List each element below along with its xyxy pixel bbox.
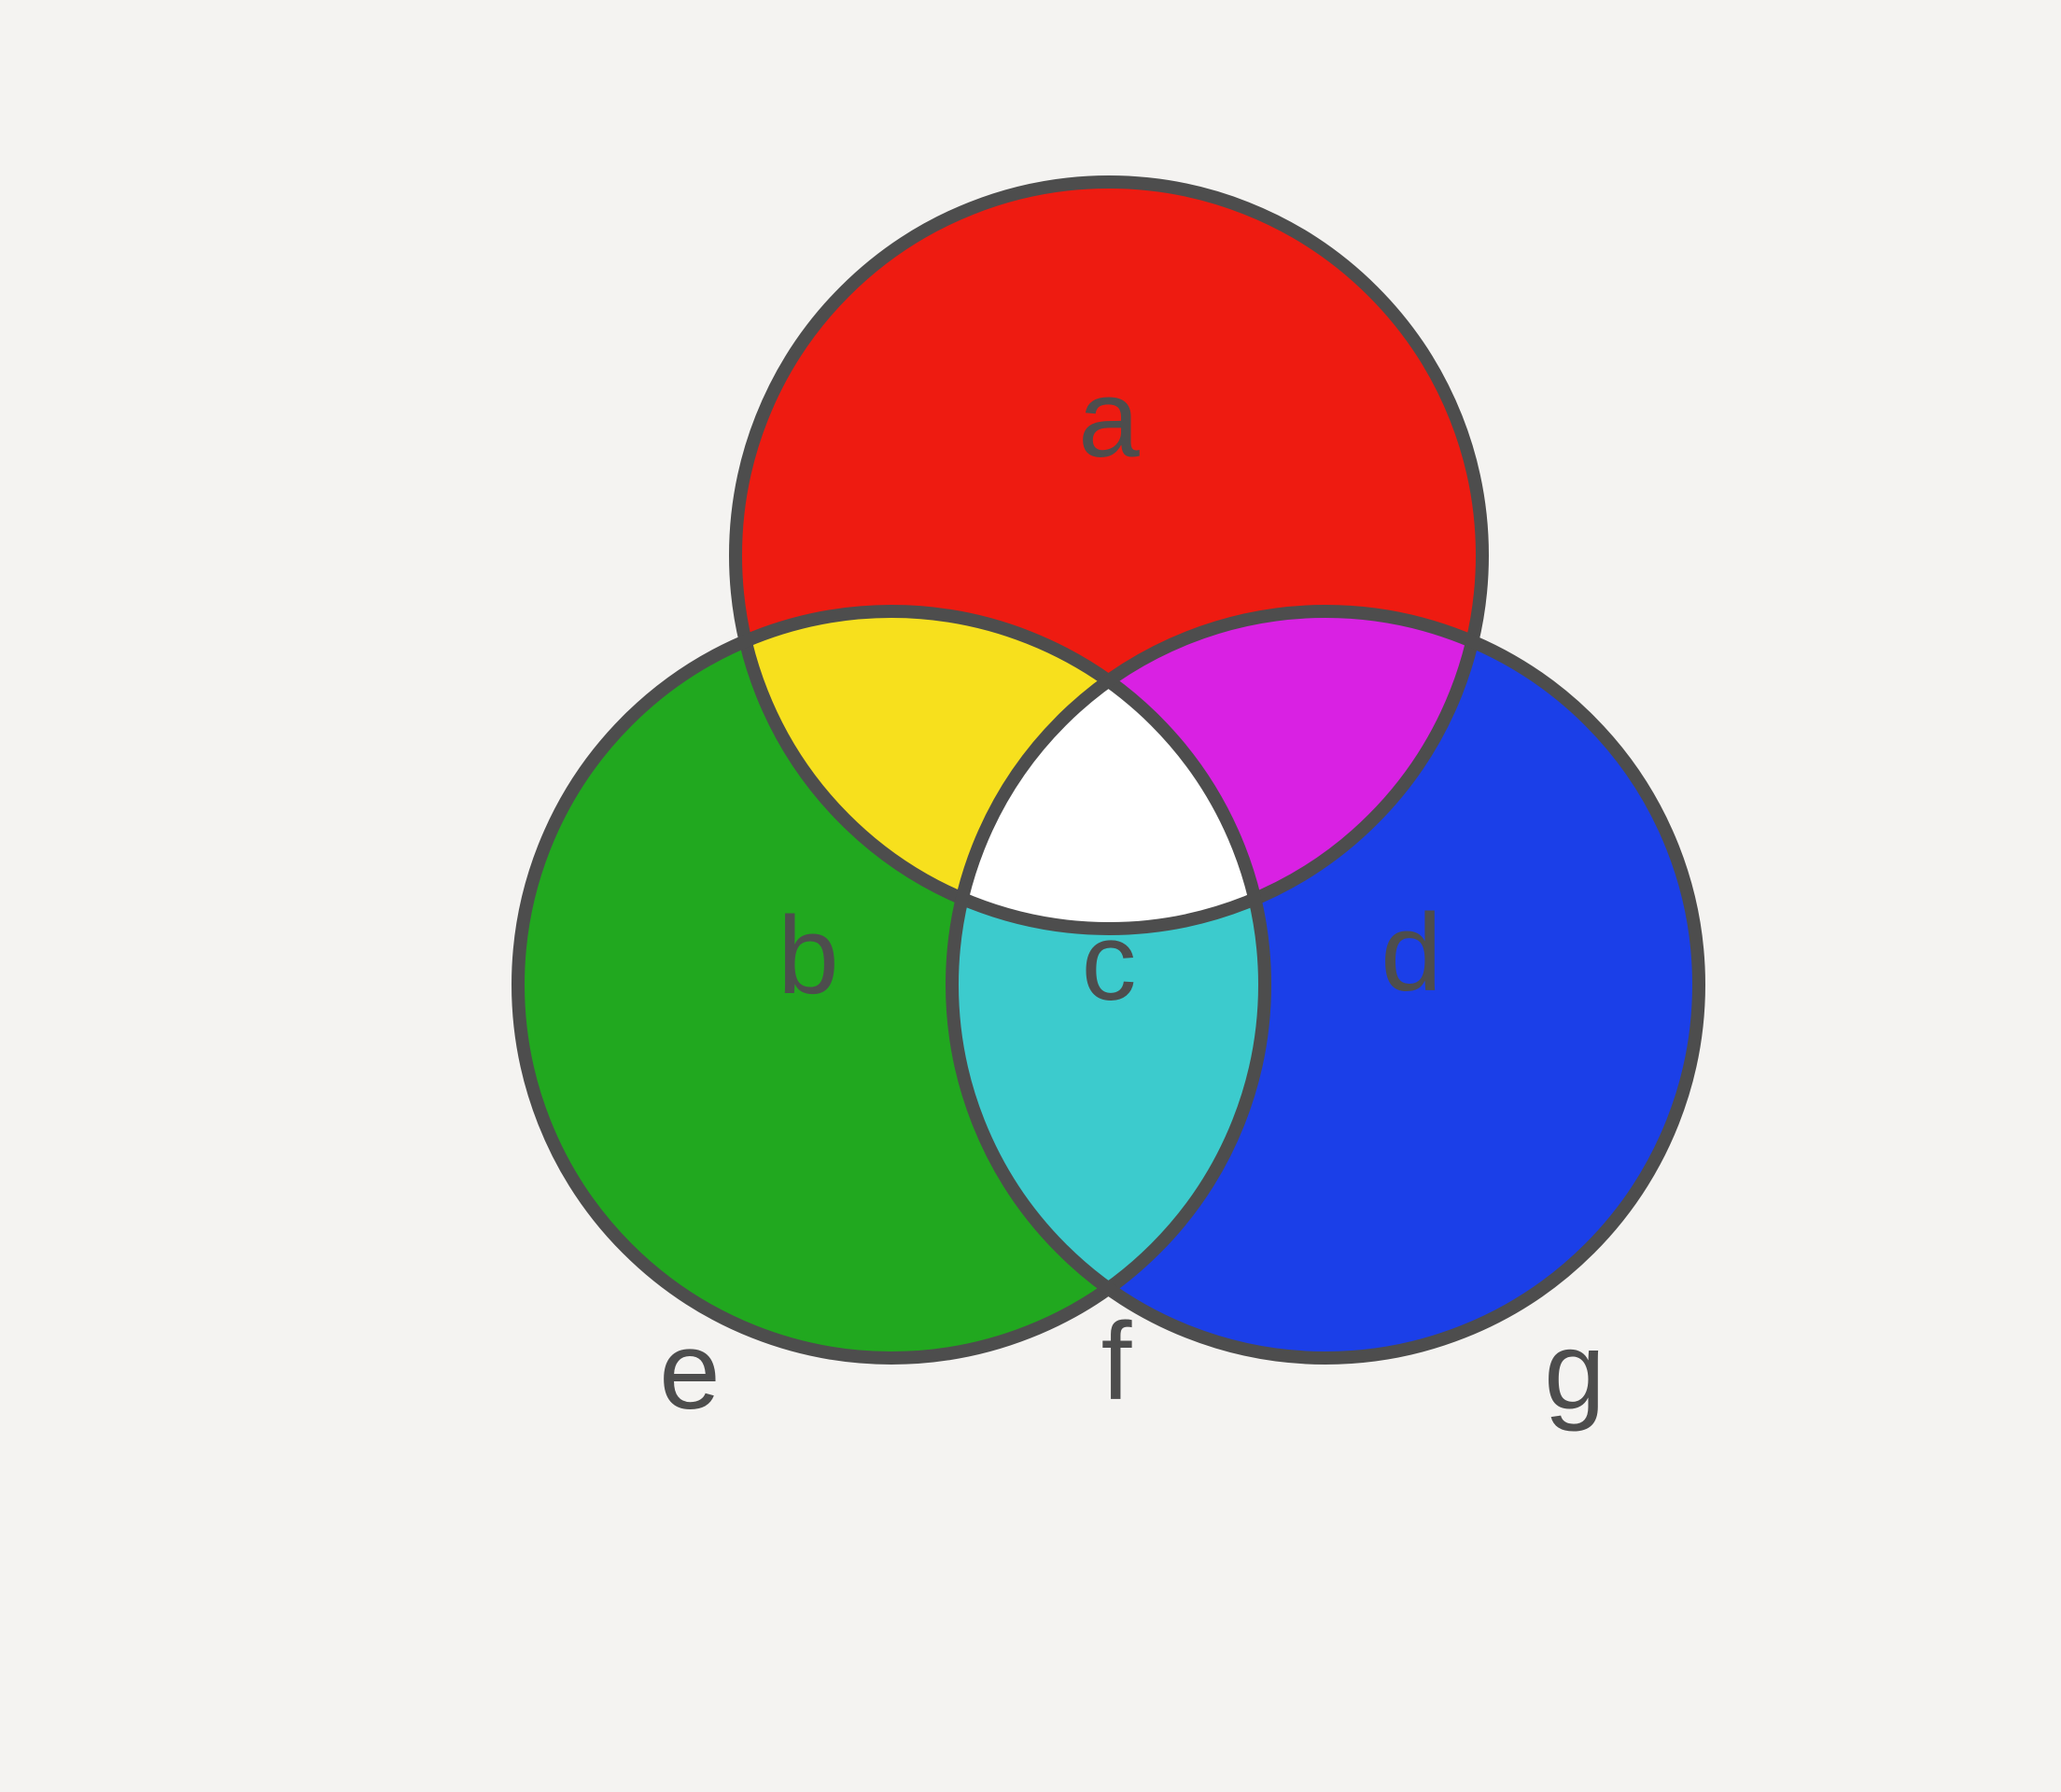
- region-label-f: f: [1101, 1300, 1132, 1423]
- region-label-d: d: [1381, 891, 1442, 1015]
- region-label-b: b: [778, 894, 839, 1017]
- region-label-a: a: [1078, 357, 1140, 481]
- top-circle-outline: [729, 175, 1489, 935]
- region-label-e: e: [659, 1309, 721, 1433]
- region-c[interactable]: [952, 611, 1699, 1358]
- region-label-g: g: [1544, 1309, 1605, 1433]
- bottom-left-circle-outline: [512, 605, 1271, 1365]
- region-label-c: c: [1082, 901, 1137, 1024]
- region-c-fill: [952, 611, 1265, 929]
- bottom-right-circle-outline: [946, 605, 1705, 1365]
